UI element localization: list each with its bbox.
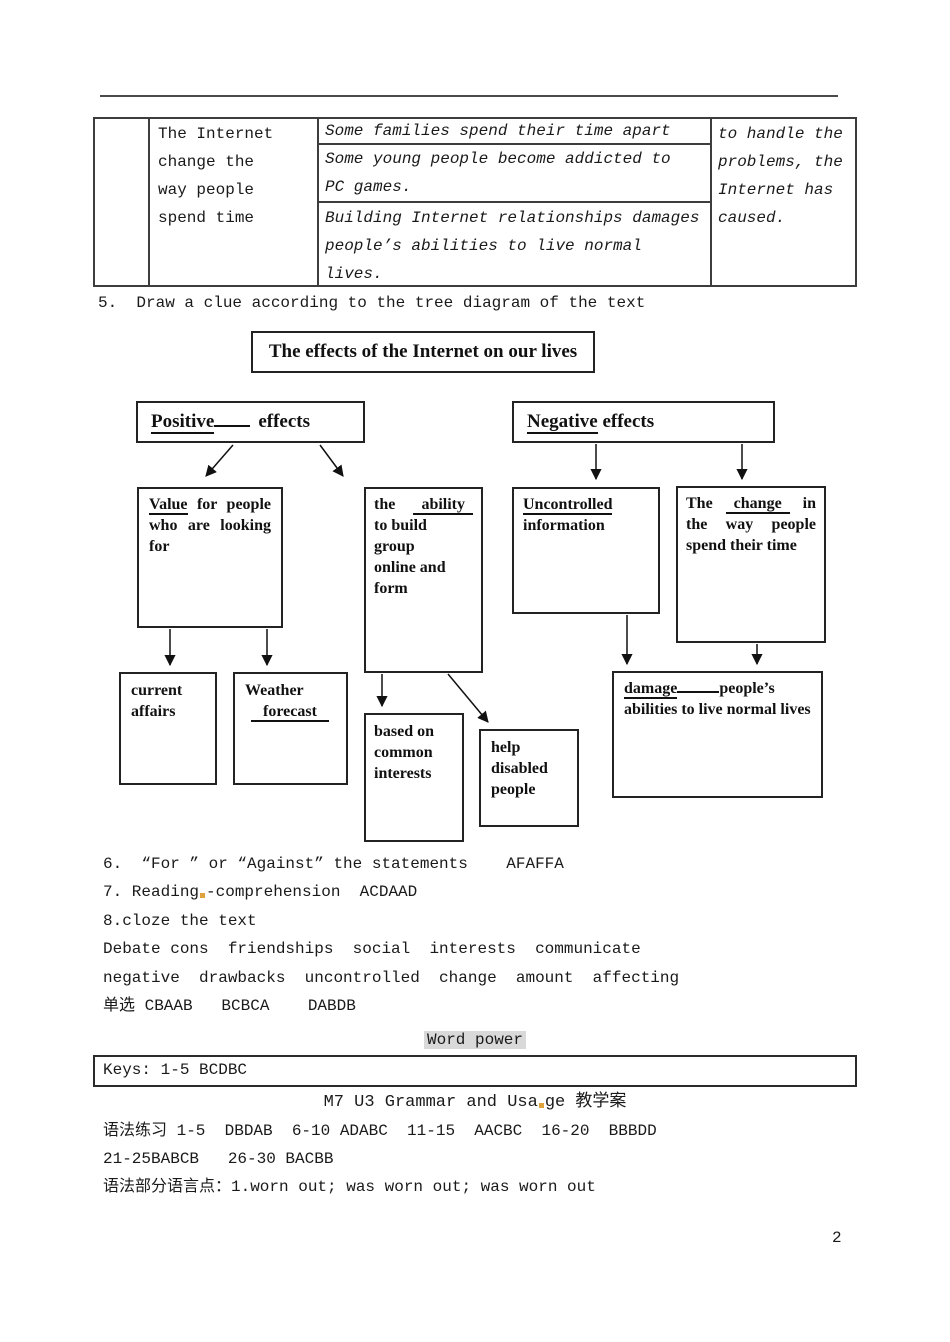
diagram-title-box: The effects of the Internet on our lives	[251, 331, 595, 373]
word-power-heading: Word power	[93, 1029, 857, 1051]
word-power-label: Word power	[423, 1031, 526, 1049]
forecast-blank: forecast	[251, 703, 329, 722]
ability-blank: ability	[413, 496, 473, 515]
diagram-based-on-box: based on common interests	[364, 713, 464, 842]
diagram-uncontrolled-box: Uncontrolled information	[512, 487, 660, 614]
damage-text: people’s abilities to live normal lives	[624, 680, 811, 718]
grammar-answers-line-2: 21-25BABCB 26-30 BACBB	[103, 1150, 334, 1168]
table-subrow: Some families spend their time apart	[319, 119, 710, 145]
header-rule	[100, 95, 838, 97]
diagram-help-box: help disabled people	[479, 729, 579, 827]
table-cell-topic: The Internet change the way people spend…	[150, 119, 319, 285]
diagram-positive-box: Positive effects	[136, 401, 365, 443]
item-5-prompt: 5. Draw a clue according to the tree dia…	[98, 294, 646, 312]
change-pre: The	[686, 495, 713, 512]
cloze-words-line-2: negative drawbacks uncontrolled change a…	[103, 968, 680, 987]
blank-underline	[214, 413, 251, 427]
ability-text: to build group online and form	[374, 517, 446, 597]
ability-pre: the	[374, 496, 396, 513]
summary-table: The Internet change the way people spend…	[93, 117, 857, 287]
table-cell-empty	[95, 119, 150, 285]
item-6-line: 6. “For ” or “Against” the statements AF…	[103, 855, 564, 873]
diagram-value-box: Value for people who are looking for	[137, 487, 283, 628]
spellcheck-mark	[538, 1103, 544, 1108]
positive-label: effects	[258, 411, 311, 432]
value-text: for people who are looking for	[149, 496, 271, 555]
negative-label: effects	[602, 411, 655, 432]
diagram-weather-box: Weather forecast	[233, 672, 348, 785]
grammar-section-heading: M7 U3 Grammar and Usa ge 教学案	[93, 1090, 857, 1116]
cloze-words-line-1: Debate cons friendships social interests…	[103, 940, 641, 959]
item-7-text: 7. Reading	[103, 883, 200, 902]
grammar-answers-line-1: 语法练习 1-5 DBDAB 6-10 ADABC 11-15 AACBC 16…	[103, 1122, 657, 1140]
positive-blank: Positive	[151, 411, 215, 434]
weather-line1: Weather	[245, 682, 304, 699]
uncontrolled-blank: Uncontrolled	[523, 496, 613, 515]
table-subrow: Building Internet relationships damages …	[325, 209, 700, 283]
multiple-choice-line: 单选 CBAAB BCBCA DABDB	[103, 996, 356, 1015]
diagram-ability-box: the ability to build group online and fo…	[364, 487, 483, 673]
table-cell-solution: to handle the problems, the Internet has…	[718, 125, 843, 227]
item-8-line: 8.cloze the text	[103, 911, 257, 930]
grammar-heading-text: M7 U3 Grammar and Usa	[323, 1093, 538, 1112]
page-number: 2	[832, 1229, 842, 1247]
diagram-negative-box: Negative effects	[512, 401, 775, 443]
damage-blank: damage	[624, 680, 678, 699]
table-cell-examples: Some families spend their time apart Som…	[319, 119, 712, 285]
diagram-change-box: The change in the way people spend their…	[676, 486, 826, 643]
answers-block: 6. “For ” or “Against” the statements AF…	[103, 850, 679, 1020]
diagram-title: The effects of the Internet on our lives	[268, 341, 578, 362]
keys-box: Keys: 1-5 BCDBC	[93, 1055, 857, 1087]
change-blank: change	[725, 495, 790, 514]
weather-line2: forecast	[251, 701, 336, 722]
negative-blank: Negative	[527, 411, 598, 434]
item-7-line: 7. Reading -comprehension ACDAAD	[103, 878, 679, 906]
grammar-heading-text-2: ge 教学案	[544, 1093, 627, 1112]
spellcheck-mark	[200, 893, 206, 899]
change-text: in the way people spend their time	[686, 495, 817, 554]
value-blank: Value	[149, 496, 188, 515]
diagram-current-affairs-box: current affairs	[119, 672, 217, 785]
table-subrow: Some young people become addicted to PC …	[319, 145, 710, 203]
item-7-answer: -comprehension ACDAAD	[206, 883, 418, 902]
uncontrolled-text: information	[523, 517, 605, 534]
grammar-notes-line: 语法部分语言点：1.worn out; was worn out; was wo…	[103, 1178, 596, 1196]
blank-underline	[677, 679, 720, 693]
